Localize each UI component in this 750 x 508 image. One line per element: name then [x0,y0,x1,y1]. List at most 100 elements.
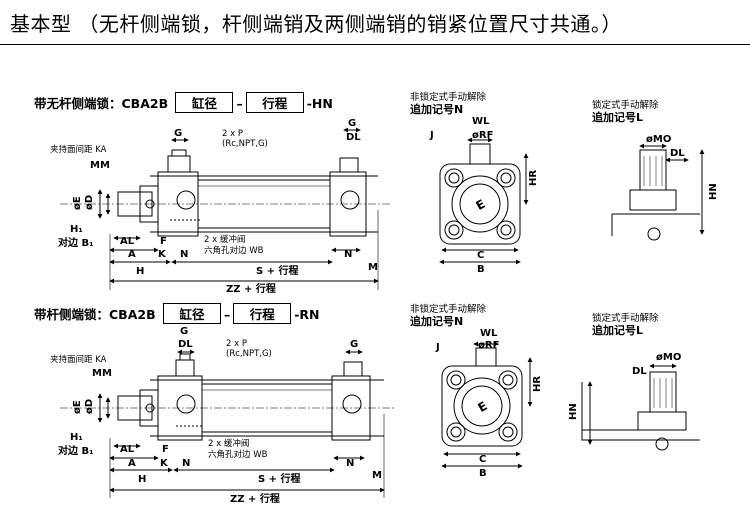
bottom-dim-P-sub: (Rc,NPT,G) [226,349,272,359]
top-end-J: J [429,130,434,141]
bottom-dim-P: 2 x P [226,339,247,349]
top-dash: – [236,96,243,111]
port-right [342,394,362,414]
bottom-bore-box: 缸径 [162,303,221,324]
top-end-HR: HR [528,170,539,186]
bottom-end-WL: WL [480,328,498,339]
bottom-endview-note: 非锁定式手动解除 追加记号N [410,304,486,329]
top-lock-DL: DL [670,148,685,159]
bottom-stroke-box: 行程 [233,303,292,324]
port-right [340,190,360,210]
bottom-dim-K: K [160,458,169,469]
bottom-dim-G-right: G [350,339,358,350]
top-dim-AL: AL [120,236,135,247]
bottom-end-view [441,341,533,469]
end-boss [453,377,511,435]
bottom-lockview-note-line2: 追加记号L [592,324,644,337]
bottom-dim-ZZ: ZZ + 行程 [230,492,280,505]
top-dim-S: S + 行程 [256,264,299,277]
top-dim-KA: 夹持面间距 KA [50,144,107,155]
top-dim-D: øD [84,195,95,210]
top-lockview-note-line2: 追加记号L [592,111,644,124]
bottom-side-view [60,349,395,498]
top-bore-box: 缸径 [175,92,234,113]
bottom-dim-DL: DL [178,339,193,350]
rear-cap [343,361,363,377]
bolt-bl [446,422,466,442]
bolt-bl-inner [450,426,462,438]
bottom-model-prefix: 带杆侧端锁：CBA2B [34,307,156,322]
bottom-end-E-letter: E [476,399,490,415]
port-left [176,190,196,210]
bottom-lock-DL: DL [632,366,647,377]
bolt-br [498,422,518,442]
rear-cap [339,157,359,173]
bottom-dim-E: øE [72,400,83,414]
top-end-B: B [477,264,485,275]
end-rod [459,183,501,225]
top-lock-view [611,143,705,241]
top-dim-ZZ: ZZ + 行程 [226,282,276,295]
end-boss [451,175,509,233]
top-endview-note-line2: 追加记号N [410,103,464,116]
page-title: 基本型 （无杆侧端锁，杆侧端销及两侧端销的销紧位置尺寸共通。） [10,12,622,36]
bottom-endview-note-line2: 追加记号N [410,315,464,328]
top-dim-F: F [160,236,167,247]
top-dim-H1: H₁ [70,224,83,235]
bottom-dim-D: øD [84,399,95,414]
bottom-lockview-note-line1: 锁定式手动解除 [592,313,659,324]
top-lockview-note: 锁定式手动解除 追加记号L [592,100,659,125]
bolt-br-inner [502,426,514,438]
bottom-suffix: -RN [294,307,320,322]
top-lockview-note-line1: 锁定式手动解除 [592,100,659,111]
bolt-tr [498,370,518,390]
bottom-dim-N: N [182,458,190,469]
top-dim-P: 2 x P [222,129,243,139]
bottom-end-J: J [435,342,440,353]
top-side-view [60,127,390,290]
lock-unit [175,359,195,377]
bolt-tr-inner [500,172,512,184]
bottom-dim-MM: MM [92,368,112,379]
top-dim-cushion: 2 x 缓冲阀 [204,234,245,245]
port-left [176,394,196,414]
bottom-lock-MO: øMO [656,352,681,363]
bottom-dim-M: M [372,470,382,481]
bottom-lock-HN: HN [568,403,579,420]
top-dim-M: M [368,262,378,273]
top-model-prefix: 带无杆侧端锁：CBA2B [34,96,169,111]
bottom-end-HR: HR [532,376,543,392]
title-divider [0,44,750,45]
bolt-tr-inner [502,374,514,386]
end-rod [461,385,503,427]
top-stroke-box: 行程 [245,92,304,113]
top-model-label: 带无杆侧端锁：CBA2B 缸径–行程-HN [34,92,333,113]
top-dim-MM: MM [90,160,110,171]
top-dim-G: G [174,128,182,139]
bottom-dim-G: G [180,326,188,337]
top-dim-WB: 六角孔对边 WB [204,245,264,256]
cover-outline [611,213,700,236]
bottom-endview-note-line1: 非锁定式手动解除 [410,304,487,315]
bottom-end-RF: øRF [478,340,499,351]
bottom-dash: – [223,307,231,322]
top-dim-A: A [128,249,136,260]
bolt-tl [446,370,466,390]
top-endview-note-line1: 非锁定式手动解除 [410,92,487,103]
lock-release [475,347,497,367]
top-dim-B1: 对边 B₁ [58,236,93,249]
lock-unit [167,155,191,173]
bolt-tl-inner [450,374,462,386]
lock-pin [655,437,669,451]
bottom-end-C: C [479,454,486,465]
bottom-lock-view [581,363,700,451]
bottom-lockview-note: 锁定式手动解除 追加记号L [592,313,659,338]
bottom-dim-B1: 对边 B₁ [58,444,93,457]
top-dim-K: K [158,249,167,260]
lock-cap [179,353,191,361]
top-dim-N: N [180,249,188,260]
bottom-dim-WB: 六角孔对边 WB [208,449,268,460]
bolt-tr [496,168,516,188]
lock-body [629,189,677,211]
